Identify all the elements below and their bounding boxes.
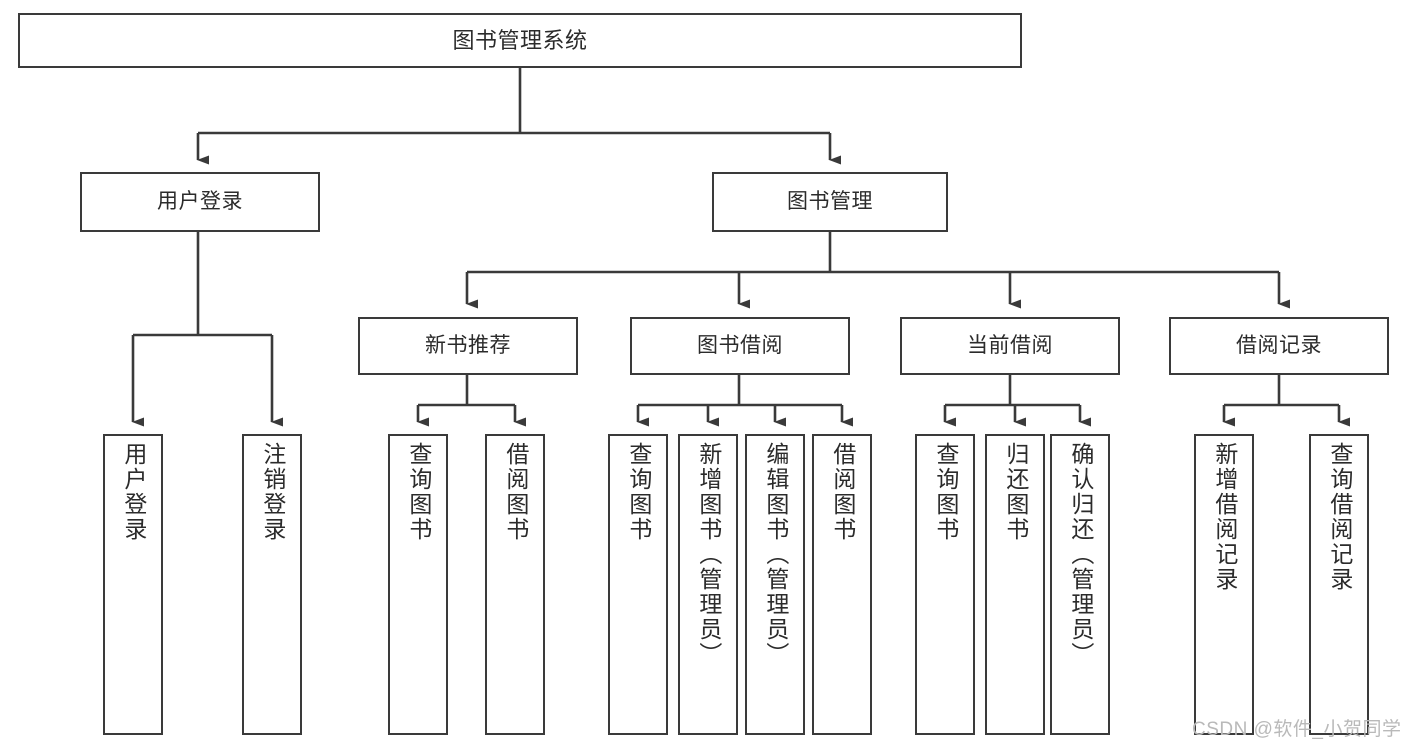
node-label: 借阅图书 [502, 442, 529, 542]
node-label: 用户登录 [120, 442, 147, 542]
node-new-book-recommend[interactable]: 新书推荐 [358, 317, 578, 375]
node-label: 注销登录 [259, 442, 286, 542]
node-label: 编辑图书（管理员） [762, 442, 789, 667]
node-borrow-record[interactable]: 借阅记录 [1169, 317, 1389, 375]
leaf-query-book-current[interactable]: 查询图书 [915, 434, 975, 735]
leaf-edit-book-admin[interactable]: 编辑图书（管理员） [745, 434, 805, 735]
node-book-borrow[interactable]: 图书借阅 [630, 317, 850, 375]
node-label: 借阅图书 [829, 442, 856, 542]
node-label: 归还图书 [1002, 442, 1029, 542]
leaf-query-book-borrow[interactable]: 查询图书 [608, 434, 668, 735]
leaf-confirm-return-admin[interactable]: 确认归还（管理员） [1050, 434, 1110, 735]
node-label: 查询借阅记录 [1326, 442, 1353, 592]
node-label: 查询图书 [625, 442, 652, 542]
node-book-management[interactable]: 图书管理 [712, 172, 948, 232]
leaf-query-borrow-record[interactable]: 查询借阅记录 [1309, 434, 1369, 735]
node-label: 查询图书 [405, 442, 432, 542]
node-label: 借阅记录 [1236, 333, 1322, 357]
node-label: 新增借阅记录 [1211, 442, 1238, 592]
node-label: 新书推荐 [425, 333, 511, 357]
node-label: 当前借阅 [967, 333, 1053, 357]
node-label: 图书管理 [787, 189, 873, 213]
node-label: 确认归还（管理员） [1067, 442, 1094, 667]
node-label: 查询图书 [932, 442, 959, 542]
leaf-query-book-newbook[interactable]: 查询图书 [388, 434, 448, 735]
leaf-add-book-admin[interactable]: 新增图书（管理员） [678, 434, 738, 735]
node-root-system[interactable]: 图书管理系统 [18, 13, 1022, 68]
node-label: 图书借阅 [697, 333, 783, 357]
node-label: 用户登录 [157, 189, 243, 213]
node-user-login[interactable]: 用户登录 [80, 172, 320, 232]
leaf-add-borrow-record[interactable]: 新增借阅记录 [1194, 434, 1254, 735]
csdn-watermark: CSDN @软件_小贺同学 [1192, 719, 1402, 740]
leaf-user-login[interactable]: 用户登录 [103, 434, 163, 735]
node-label: 新增图书（管理员） [695, 442, 722, 667]
leaf-borrow-book[interactable]: 借阅图书 [812, 434, 872, 735]
node-current-borrow[interactable]: 当前借阅 [900, 317, 1120, 375]
leaf-borrow-book-newbook[interactable]: 借阅图书 [485, 434, 545, 735]
leaf-return-book[interactable]: 归还图书 [985, 434, 1045, 735]
node-label: 图书管理系统 [452, 27, 588, 53]
leaf-user-logout[interactable]: 注销登录 [242, 434, 302, 735]
